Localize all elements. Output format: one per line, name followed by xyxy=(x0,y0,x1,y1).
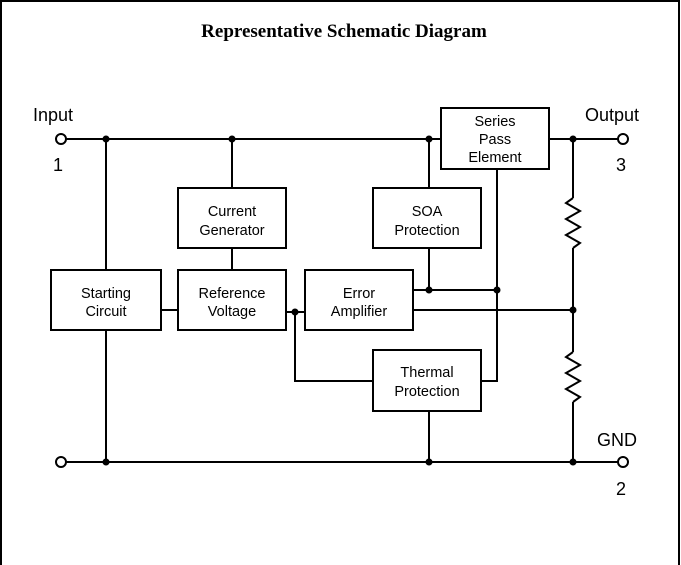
starting-circuit-block: Starting Circuit xyxy=(50,269,162,331)
block-label-line: Thermal xyxy=(400,365,453,381)
junction-dot xyxy=(102,458,110,466)
upper-resistor xyxy=(563,197,583,249)
block-label-line: Error xyxy=(343,286,375,302)
soa-protection-block: SOA Protection xyxy=(372,187,482,249)
block-label-line: Protection xyxy=(394,384,459,400)
block-label-line: Generator xyxy=(199,223,264,239)
ref-thermal-wire xyxy=(294,312,373,382)
input-terminal xyxy=(55,133,67,145)
junction-dot xyxy=(228,135,236,143)
wires xyxy=(64,138,618,463)
junction-dot xyxy=(425,286,433,294)
gnd-pin-name: GND xyxy=(597,430,637,450)
block-label-line: Reference xyxy=(199,286,266,302)
gnd-terminal xyxy=(617,456,629,468)
junction-dot xyxy=(569,306,577,314)
output-pin-number: 3 xyxy=(616,155,626,175)
junction-dot xyxy=(291,308,299,316)
thermal-protection-block: Thermal Protection xyxy=(372,349,482,412)
lower-resistor xyxy=(563,351,583,403)
block-label-line: Pass xyxy=(479,132,511,148)
output-pin-name: Output xyxy=(585,105,639,125)
block-label-line: SOA xyxy=(412,204,443,220)
block-label-line: Current xyxy=(208,204,256,220)
block-label-line: Circuit xyxy=(85,304,126,320)
block-label-line: Protection xyxy=(394,223,459,239)
pass-thermal-wire xyxy=(481,169,498,382)
diagram-title: Representative Schematic Diagram xyxy=(201,21,487,42)
junction-dot xyxy=(493,286,501,294)
block-label-line: Series xyxy=(474,114,515,130)
error-amplifier-block: Error Amplifier xyxy=(304,269,414,331)
reference-voltage-block: Reference Voltage xyxy=(177,269,287,331)
block-label-line: Voltage xyxy=(208,304,256,320)
block-label-line: Amplifier xyxy=(331,304,388,320)
junction-dot xyxy=(425,458,433,466)
junction-dot xyxy=(102,135,110,143)
block-label-line: Element xyxy=(468,150,521,166)
output-terminal xyxy=(617,133,629,145)
input-pin-name: Input xyxy=(33,105,73,125)
input-pin-number: 1 xyxy=(53,155,63,175)
junction-dot xyxy=(569,458,577,466)
junction-dots xyxy=(102,135,577,466)
series-pass-element-block: Series Pass Element xyxy=(440,107,550,170)
junction-dot xyxy=(425,135,433,143)
junction-dot xyxy=(569,135,577,143)
ground-left-terminal xyxy=(55,456,67,468)
current-generator-block: Current Generator xyxy=(177,187,287,249)
gnd-pin-number: 2 xyxy=(616,479,626,499)
block-label-line: Starting xyxy=(81,286,131,302)
